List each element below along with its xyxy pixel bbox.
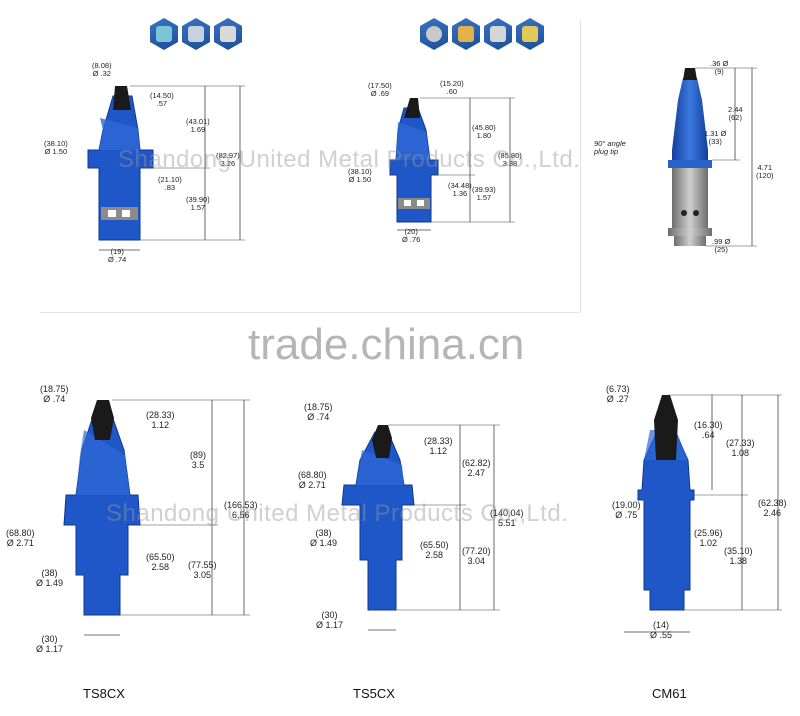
ts5cx-shank-b: (77.20) 3.04: [462, 546, 491, 566]
cm61-shank-b: (35.10) 1.38: [724, 546, 753, 566]
tr-plug-note: 90° angle plug tip: [594, 139, 626, 156]
tm-flange-dia: (38.10) Ø 1.50: [348, 167, 372, 184]
drum-icon: [182, 18, 210, 50]
tl-tip-dia: (8.08) Ø .32: [92, 61, 112, 78]
ts8cx-shank-a: (65.50) 2.58: [146, 552, 175, 572]
ts8cx-head-len: (89) 3.5: [190, 450, 207, 470]
cm61-total-len: (62.38) 2.46: [758, 498, 787, 518]
ts5cx-label: TS5CX: [353, 686, 395, 701]
ts5cx-end-dia: (30) Ø 1.17: [316, 610, 344, 630]
cm61-tip-dia: (6.73) Ø .27: [606, 384, 630, 404]
cutter-icon: [150, 18, 178, 50]
tm-tip-dia: (17.50) Ø .69: [368, 81, 392, 98]
tm-head-len: (45.80) 1.80: [472, 123, 496, 140]
cm61-tip-len: (16.30) .64: [694, 420, 723, 440]
ts5cx-tip-dia: (18.75) Ø .74: [304, 402, 333, 422]
ts5cx-shank-a: (65.50) 2.58: [420, 540, 449, 560]
tl-shank-b: (39.90) 1.57: [186, 195, 210, 212]
pick-icon: [214, 18, 242, 50]
ts5cx-head-len: (62.82) 2.47: [462, 458, 491, 478]
cm61-end-dia: (14) Ø .55: [650, 620, 673, 640]
tm-shank-b: (39.93) 1.57: [472, 185, 496, 202]
tm-shank-a: (34.48) 1.36: [448, 181, 472, 198]
ts5cx-total-len: (140.04) 5.51: [490, 508, 524, 528]
site-watermark: trade.china.cn: [248, 320, 525, 369]
cm61-shank-a: (25.96) 1.02: [694, 528, 723, 548]
ts5cx-tip-len: (28.33) 1.12: [424, 436, 453, 456]
middle-section-divider: [580, 20, 581, 312]
ts5cx-neck-dia: (38) Ø 1.49: [310, 528, 338, 548]
tr-tip-dia: .36 Ø (9): [710, 59, 729, 76]
tl-flange-dia: (38.10) Ø 1.50: [44, 139, 68, 156]
ts8cx-label: TS8CX: [83, 686, 125, 701]
tl-head-len: (43.01) 1.69: [186, 117, 210, 134]
tl-tip-len: (14.50) .57: [150, 91, 174, 108]
tl-shank-a: (21.10) .83: [158, 175, 182, 192]
ts8cx-total-len: (166.53) 6.56: [224, 500, 258, 520]
tr-shank-dia: .99 Ø (25): [712, 237, 731, 254]
tl-shank-dia: (19) Ø .74: [108, 247, 127, 264]
tr-head-len: 2.44 (62): [728, 105, 743, 122]
application-icons-middle: [420, 18, 544, 50]
application-icons-left: [150, 18, 242, 50]
ts8cx-neck-dia: (38) Ø 1.49: [36, 568, 64, 588]
cm61-collar-dia: (19.00) Ø .75: [612, 500, 641, 520]
tm-tip-len: (15.20) .60: [440, 79, 464, 96]
cm61-head-len: (27.33) 1.08: [726, 438, 755, 458]
ts8cx-tip-len: (28.33) 1.12: [146, 410, 175, 430]
top-section-divider: [40, 312, 580, 313]
cm61-label: CM61: [652, 686, 687, 701]
ts8cx-shank-b: (77.55) 3.05: [188, 560, 217, 580]
tm-total-len: (85.80) 3.38: [498, 151, 522, 168]
ts8cx-flange-dia: (68.80) Ø 2.71: [6, 528, 35, 548]
ts5cx-flange-dia: (68.80) Ø 2.71: [298, 470, 327, 490]
tr-body-dia: 1.31 Ø (33): [704, 129, 727, 146]
ts8cx-tip-dia: (18.75) Ø .74: [40, 384, 69, 404]
tl-total-len: (82.97) 3.26: [216, 151, 240, 168]
ts8cx-end-dia: (30) Ø 1.17: [36, 634, 64, 654]
company-watermark-bottom: Shandong United Metal Products Co.,Ltd.: [106, 500, 569, 527]
tm-shank-dia: (20) Ø .76: [402, 227, 421, 244]
company-watermark-top: Shandong United Metal Products Co.,Ltd.: [118, 146, 581, 173]
bit-icon: [516, 18, 544, 50]
tr-total-len: 4.71 (120): [756, 163, 774, 180]
